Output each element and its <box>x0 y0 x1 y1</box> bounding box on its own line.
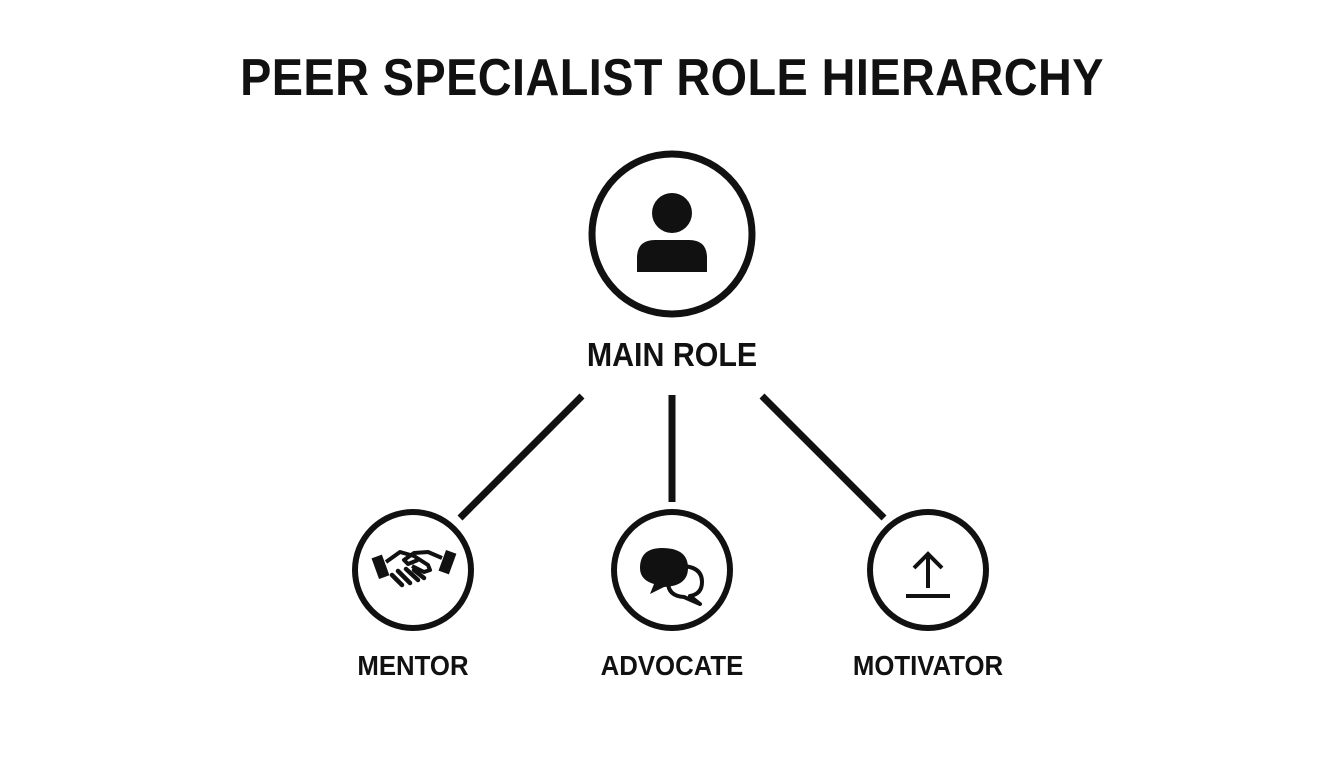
handshake-icon <box>371 549 457 588</box>
motivator-label: MOTIVATOR <box>852 650 1004 681</box>
person-icon <box>637 193 707 272</box>
advocate-node <box>611 509 733 631</box>
main-role-label: MAIN ROLE <box>586 336 758 373</box>
upload-arrow-icon <box>906 551 950 598</box>
advocate-label: ADVOCATE <box>600 650 744 681</box>
speech-bubbles-icon <box>640 548 704 606</box>
mentor-label: MENTOR <box>357 650 469 681</box>
main-role-node <box>588 150 756 318</box>
mentor-node <box>352 509 474 631</box>
connector-main-mentor <box>457 393 585 521</box>
motivator-node <box>867 509 989 631</box>
diagram-title: PEER SPECIALIST ROLE HIERARCHY <box>240 49 1104 107</box>
connector-main-motivator <box>759 393 887 521</box>
